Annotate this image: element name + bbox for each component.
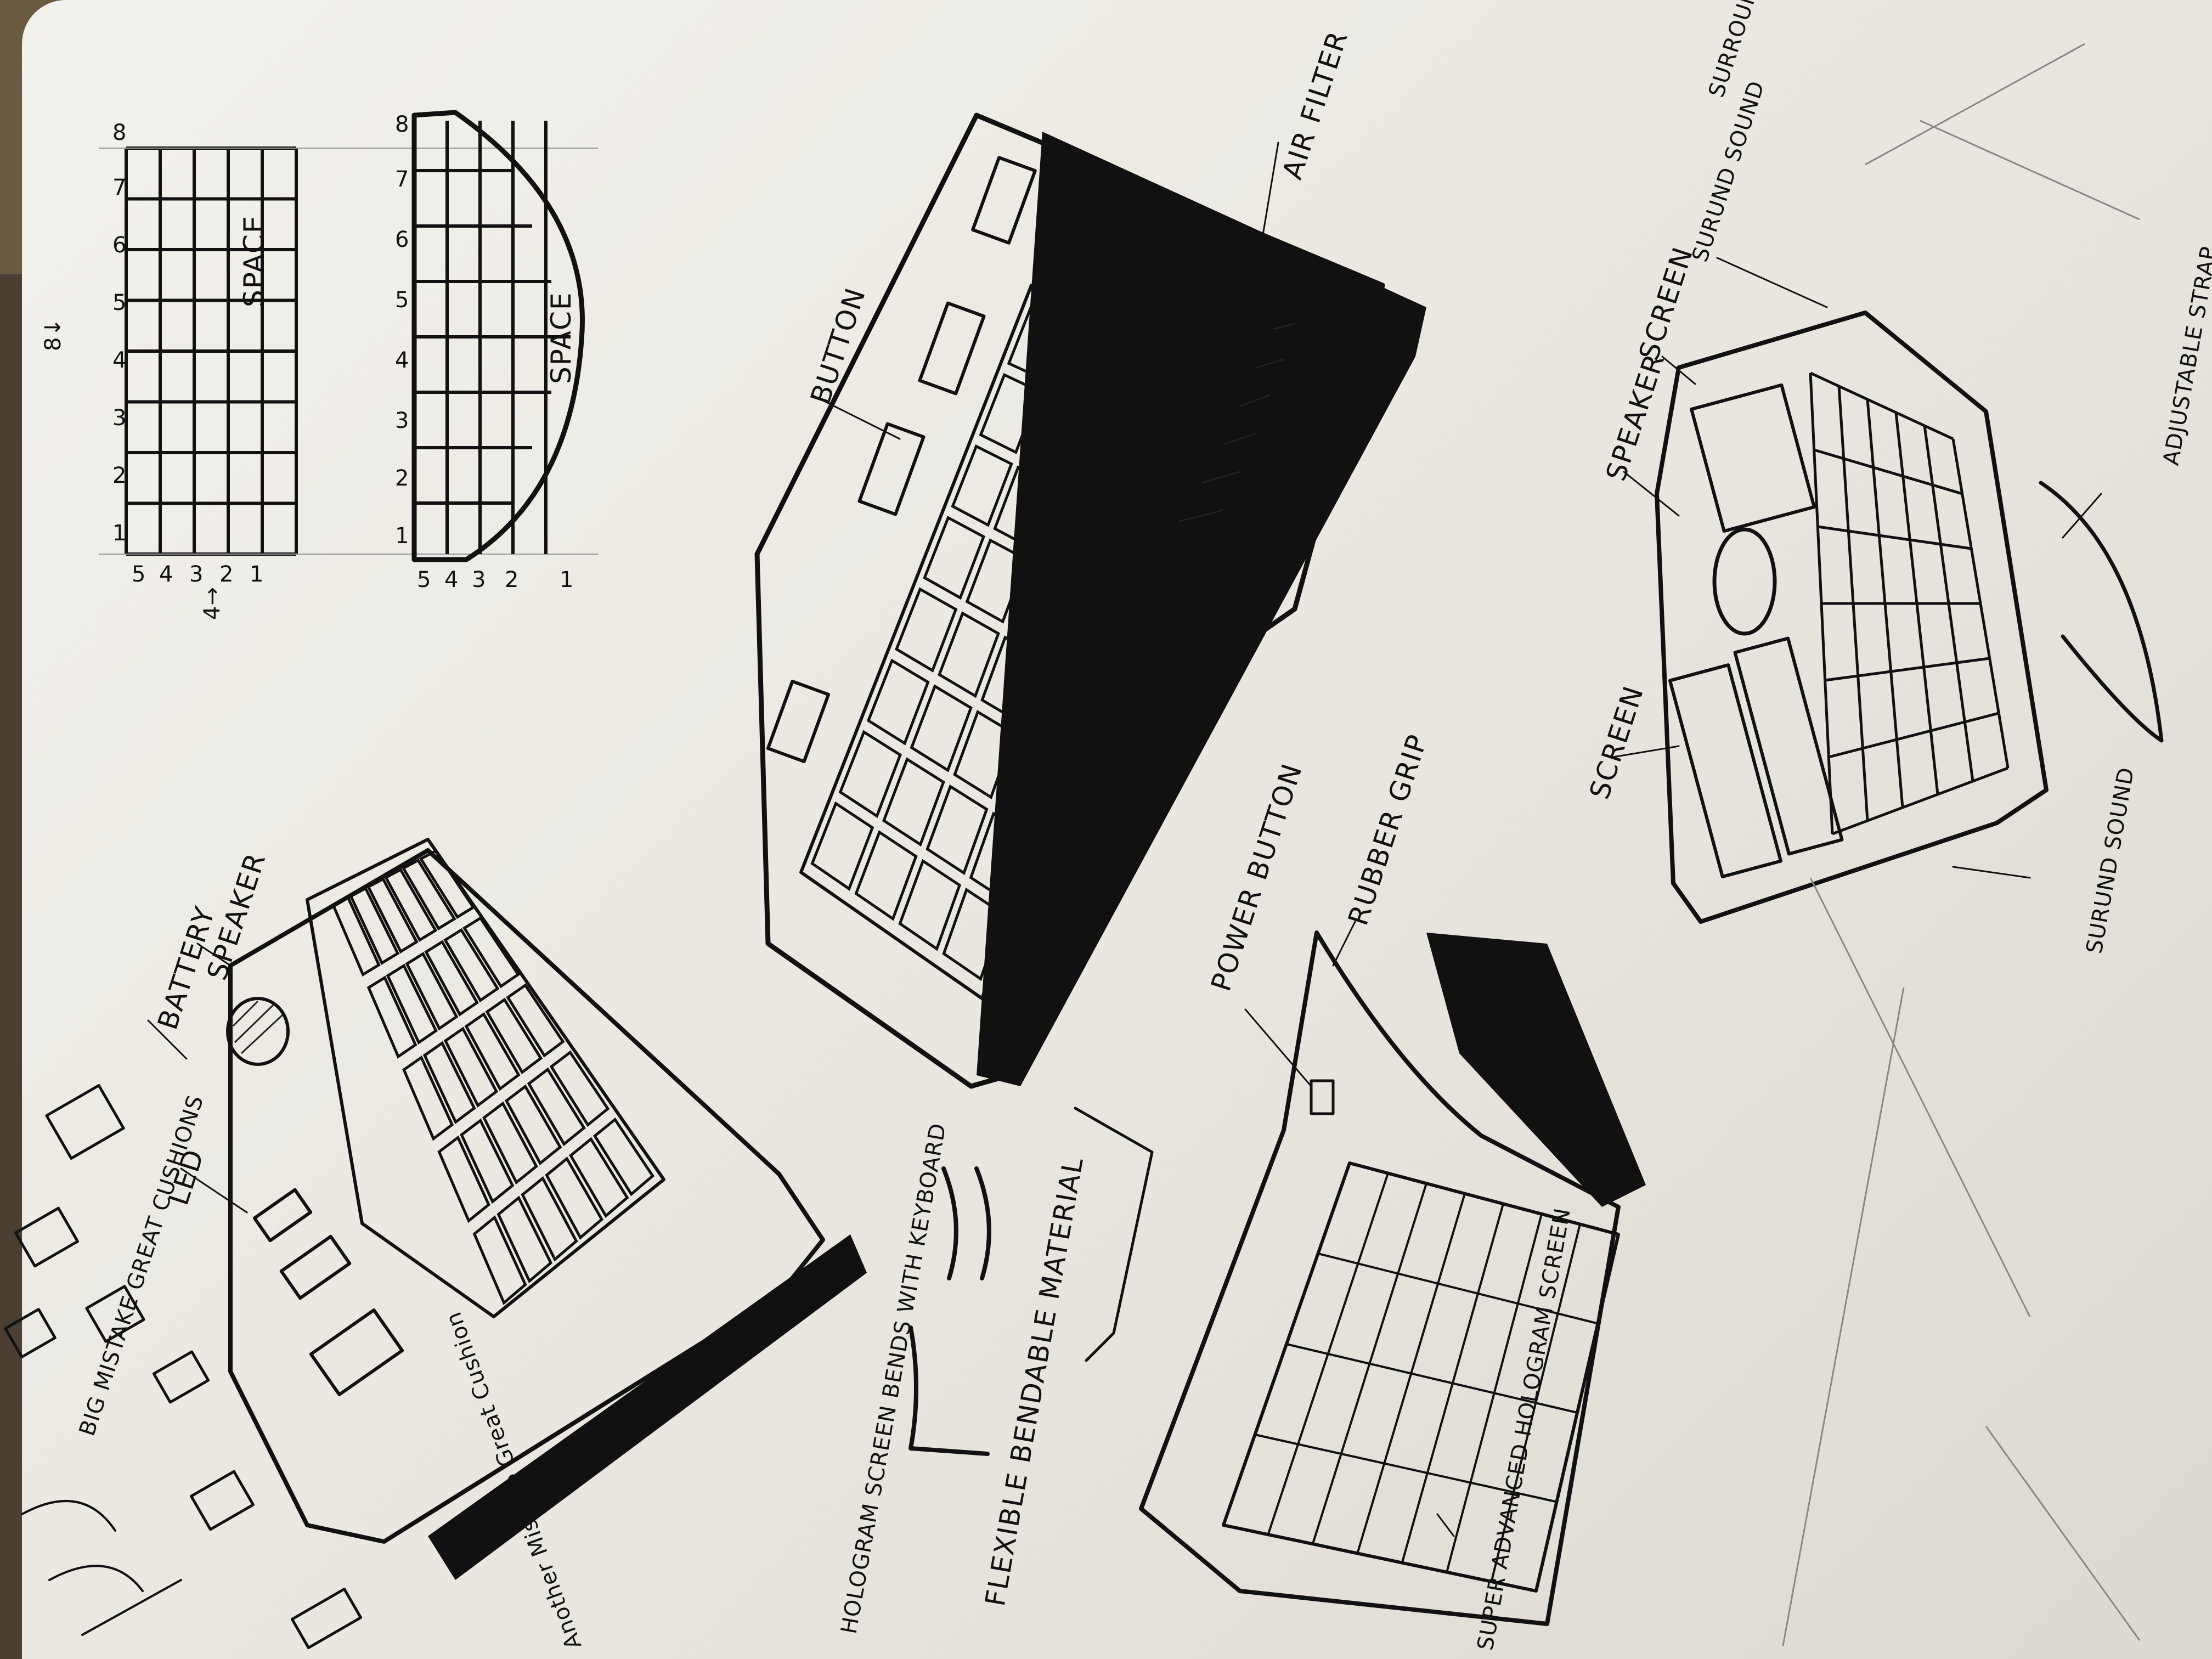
label-flexible: FLEXIBLE BENDABLE MATERIAL [979, 1154, 1090, 1609]
label-surround-bottom: SURUND SOUND [2082, 765, 2140, 956]
main-mid-button [919, 303, 984, 394]
curved-col-number: 1 [395, 523, 409, 549]
curved-row-number: 3 [472, 567, 486, 592]
cushion-keyboard-sketch [228, 839, 867, 1580]
sketch-key [388, 966, 436, 1042]
right-screen-bottom-left [1670, 665, 1781, 877]
label-super-advanced: SUPER ADVANCED HOLOGRAM SCREEN [1473, 1206, 1576, 1652]
flat-col-number: 8 [112, 120, 127, 145]
sketch-key [952, 446, 1011, 525]
curved-row-number: 5 [417, 567, 431, 592]
flex-bracket-3 [977, 1169, 989, 1278]
flat-col-number: 3 [112, 405, 127, 431]
flat-grid-row-numbers: 5 4 3 2 1 [132, 562, 264, 587]
sketch-line [1832, 768, 2008, 834]
main-low-button [859, 424, 923, 515]
sketch-key [522, 1178, 576, 1260]
flat-grid-space-label: SPACE [238, 215, 270, 307]
sketch-line [1313, 1183, 1426, 1544]
flat-col-number: 4 [112, 348, 127, 373]
right-speaker-circle [1714, 529, 1775, 634]
cushion-side-button-b [281, 1237, 350, 1298]
curved-col-number: 2 [395, 466, 409, 491]
sketch-key [924, 518, 984, 598]
curved-col-number: 6 [395, 227, 409, 252]
cushion-side-button-a [311, 1310, 402, 1395]
label-hologram-bends: HOLOGRAM SCREEN BENDS WITH KEYBOARD [837, 1121, 951, 1636]
label-screen-left: SCREEN [1583, 681, 1650, 803]
sketch-line [1402, 1204, 1503, 1562]
flat-row-number: 2 [219, 562, 234, 587]
right-screen-top-left [1691, 385, 1814, 531]
curved-col-number: 7 [395, 167, 409, 192]
flat-col-number: 6 [112, 233, 127, 258]
curved-grid-row-numbers: 5 4 3 2 1 [417, 567, 574, 592]
curved-keyboard-grid: SPACE 1 2 3 4 5 6 7 8 5 4 3 2 1 [395, 112, 582, 592]
label-surround-top: SURUND SOUND [1688, 78, 1770, 265]
label-rubber-grip: RUBBER GRIP [1342, 730, 1434, 929]
sketch-line [1825, 658, 1990, 680]
right-screen-sketch [1657, 313, 2162, 922]
label-air-filter: AIR FILTER [1276, 27, 1354, 183]
sketch-line [1357, 1194, 1465, 1554]
flex-bracket-2 [944, 1169, 956, 1278]
sketch-line [1818, 527, 1971, 549]
curved-col-number: 4 [395, 348, 409, 373]
flat-grid-top-note: 8↓ [41, 318, 66, 351]
main-keyboard-sketch [757, 115, 1426, 1086]
curved-grid-space-label: SPACE [545, 291, 577, 384]
cushion-keyboard-body [230, 850, 823, 1542]
rolled-power-button [1311, 1081, 1333, 1114]
cushion-keyboard-key-area [307, 839, 664, 1317]
sketch-key [499, 1198, 551, 1281]
curved-col-number: 8 [395, 112, 409, 137]
flat-grid-lines [99, 148, 598, 554]
flat-col-number: 1 [112, 521, 127, 546]
curved-row-number: 2 [505, 567, 519, 592]
cushion-side-button-c [255, 1190, 311, 1241]
label-screen-right: SCREEN [1633, 242, 1699, 364]
right-key-grid [1810, 373, 2008, 834]
curved-col-number: 3 [395, 408, 409, 433]
flat-col-number: 2 [112, 463, 127, 488]
label-adjustable: ADJUSTABLE STRAP [2159, 244, 2212, 467]
flat-row-number: 4 [159, 562, 173, 587]
cushion-speaker-hatch [233, 1001, 283, 1053]
sketch-line [1829, 713, 1999, 757]
flat-col-number: 5 [112, 290, 127, 315]
main-side-button [768, 681, 828, 761]
sketch-line [1810, 373, 1953, 439]
cushion-speaker-circle [228, 998, 288, 1064]
sketch-key [475, 1217, 526, 1303]
flat-row-number: 1 [250, 562, 264, 587]
flex-panel-outline [1075, 1108, 1152, 1361]
flat-grid-side-note: 4→ [200, 586, 225, 620]
curved-grid-col-numbers: 1 2 3 4 5 6 7 8 [395, 112, 409, 549]
flat-row-number: 5 [132, 562, 146, 587]
main-top-button [973, 157, 1035, 242]
flex-bracket-1 [911, 1328, 988, 1454]
adjustable-strap-shape [2041, 483, 2162, 741]
label-power-button: POWER BUTTON [1205, 759, 1308, 995]
curved-col-number: 5 [395, 287, 409, 313]
flat-col-number: 7 [112, 175, 127, 200]
flat-row-number: 3 [189, 562, 204, 587]
curved-row-number: 4 [444, 567, 459, 592]
curved-row-number: 1 [560, 567, 574, 592]
sketch-line [1814, 450, 1962, 494]
